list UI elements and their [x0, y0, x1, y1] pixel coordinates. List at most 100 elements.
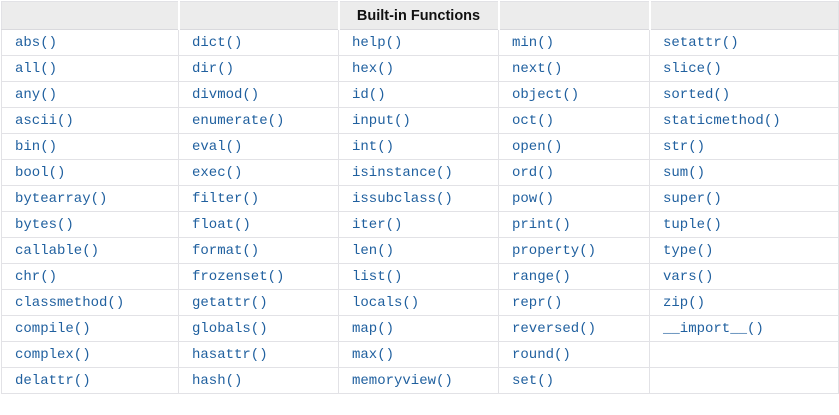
function-cell: open(): [498, 133, 650, 160]
function-link-tuple[interactable]: tuple(): [663, 216, 722, 233]
function-link-divmod[interactable]: divmod(): [192, 86, 260, 103]
function-link-filter[interactable]: filter(): [192, 190, 260, 207]
table-title: Built-in Functions: [337, 1, 499, 30]
function-cell: bool(): [1, 159, 179, 186]
function-link-getattr[interactable]: getattr(): [192, 294, 268, 311]
function-cell: repr(): [498, 289, 650, 316]
function-link-object[interactable]: object(): [512, 86, 580, 103]
function-link-reversed[interactable]: reversed(): [512, 320, 597, 337]
function-link-input[interactable]: input(): [352, 112, 411, 129]
function-link-range[interactable]: range(): [512, 268, 571, 285]
function-link-issubclass[interactable]: issubclass(): [352, 190, 453, 207]
function-link-hash[interactable]: hash(): [192, 372, 243, 389]
function-link-int[interactable]: int(): [352, 138, 395, 155]
function-link-type[interactable]: type(): [663, 242, 714, 259]
function-link-next[interactable]: next(): [512, 60, 563, 77]
function-link-locals[interactable]: locals(): [352, 294, 420, 311]
function-link-repr[interactable]: repr(): [512, 294, 563, 311]
function-cell: callable(): [1, 237, 179, 264]
function-cell: hasattr(): [178, 341, 339, 368]
table-row: compile() globals() map() reversed() __impor…: [1, 315, 839, 342]
function-cell: min(): [498, 29, 650, 56]
table-row: abs() dict() help() min() setattr(): [1, 29, 839, 56]
function-link-slice[interactable]: slice(): [663, 60, 722, 77]
function-link-globals[interactable]: globals(): [192, 320, 268, 337]
function-cell: super(): [649, 185, 839, 212]
function-link-ord[interactable]: ord(): [512, 164, 555, 181]
function-cell: any(): [1, 81, 179, 108]
function-cell: delattr(): [1, 367, 179, 394]
function-link-dict[interactable]: dict(): [192, 34, 243, 51]
function-link-dir[interactable]: dir(): [192, 60, 235, 77]
function-cell: locals(): [338, 289, 499, 316]
function-link-sorted[interactable]: sorted(): [663, 86, 731, 103]
function-link-bytes[interactable]: bytes(): [15, 216, 74, 233]
table-row: bytes() float() iter() print() tuple(): [1, 211, 839, 238]
function-cell: object(): [498, 81, 650, 108]
function-cell: frozenset(): [178, 263, 339, 290]
function-link-hasattr[interactable]: hasattr(): [192, 346, 268, 363]
function-cell: hash(): [178, 367, 339, 394]
function-link-help[interactable]: help(): [352, 34, 403, 51]
function-link-list[interactable]: list(): [352, 268, 403, 285]
function-link-open[interactable]: open(): [512, 138, 563, 155]
function-link-memoryview[interactable]: memoryview(): [352, 372, 453, 389]
function-link-float[interactable]: float(): [192, 216, 251, 233]
function-link-__import__[interactable]: __import__(): [663, 320, 764, 337]
function-link-bytearray[interactable]: bytearray(): [15, 190, 108, 207]
function-cell: zip(): [649, 289, 839, 316]
function-link-sum[interactable]: sum(): [663, 164, 706, 181]
function-link-map[interactable]: map(): [352, 320, 395, 337]
function-link-vars[interactable]: vars(): [663, 268, 714, 285]
function-link-chr[interactable]: chr(): [15, 268, 58, 285]
function-cell: chr(): [1, 263, 179, 290]
function-link-round[interactable]: round(): [512, 346, 571, 363]
function-link-setattr[interactable]: setattr(): [663, 34, 739, 51]
function-cell: ascii(): [1, 107, 179, 134]
function-link-hex[interactable]: hex(): [352, 60, 395, 77]
function-link-pow[interactable]: pow(): [512, 190, 555, 207]
table-row: callable() format() len() property() type(): [1, 237, 839, 264]
function-link-id[interactable]: id(): [352, 86, 386, 103]
table-row: chr() frozenset() list() range() vars(): [1, 263, 839, 290]
function-cell: format(): [178, 237, 339, 264]
function-link-complex[interactable]: complex(): [15, 346, 91, 363]
function-link-classmethod[interactable]: classmethod(): [15, 294, 125, 311]
function-link-delattr[interactable]: delattr(): [15, 372, 91, 389]
header-cell-empty-3: [497, 1, 650, 30]
function-link-compile[interactable]: compile(): [15, 320, 91, 337]
function-link-oct[interactable]: oct(): [512, 112, 555, 129]
function-cell: isinstance(): [338, 159, 499, 186]
function-link-set[interactable]: set(): [512, 372, 555, 389]
function-link-enumerate[interactable]: enumerate(): [192, 112, 285, 129]
function-link-zip[interactable]: zip(): [663, 294, 706, 311]
function-cell: map(): [338, 315, 499, 342]
function-link-all[interactable]: all(): [15, 60, 58, 77]
function-link-print[interactable]: print(): [512, 216, 571, 233]
function-link-len[interactable]: len(): [352, 242, 395, 259]
function-link-property[interactable]: property(): [512, 242, 597, 259]
function-link-bool[interactable]: bool(): [15, 164, 66, 181]
function-link-exec[interactable]: exec(): [192, 164, 243, 181]
function-link-min[interactable]: min(): [512, 34, 555, 51]
function-link-format[interactable]: format(): [192, 242, 260, 259]
function-cell: property(): [498, 237, 650, 264]
function-link-callable[interactable]: callable(): [15, 242, 100, 259]
function-link-eval[interactable]: eval(): [192, 138, 243, 155]
function-cell: eval(): [178, 133, 339, 160]
function-link-bin[interactable]: bin(): [15, 138, 58, 155]
function-cell: len(): [338, 237, 499, 264]
function-link-ascii[interactable]: ascii(): [15, 112, 74, 129]
function-link-isinstance[interactable]: isinstance(): [352, 164, 453, 181]
function-link-frozenset[interactable]: frozenset(): [192, 268, 285, 285]
function-link-iter[interactable]: iter(): [352, 216, 403, 233]
function-link-max[interactable]: max(): [352, 346, 395, 363]
function-cell: globals(): [178, 315, 339, 342]
function-link-any[interactable]: any(): [15, 86, 58, 103]
function-link-staticmethod[interactable]: staticmethod(): [663, 112, 781, 129]
function-link-str[interactable]: str(): [663, 138, 706, 155]
function-link-super[interactable]: super(): [663, 190, 722, 207]
function-link-abs[interactable]: abs(): [15, 34, 58, 51]
function-cell: set(): [498, 367, 650, 394]
